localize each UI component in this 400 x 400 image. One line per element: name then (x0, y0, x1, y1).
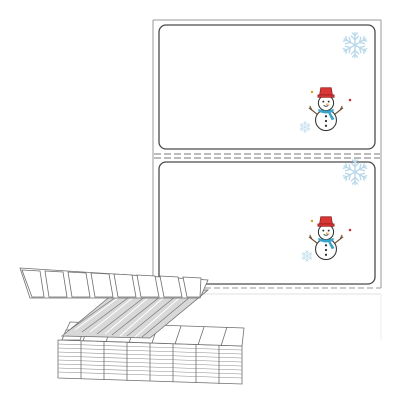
fanned-top-sheet (19, 267, 209, 299)
fanfold-stack (19, 267, 245, 385)
label-bottom (158, 161, 376, 285)
rising-fold-panel (60, 289, 210, 339)
label-top (158, 24, 376, 150)
stack-block (57, 339, 243, 385)
